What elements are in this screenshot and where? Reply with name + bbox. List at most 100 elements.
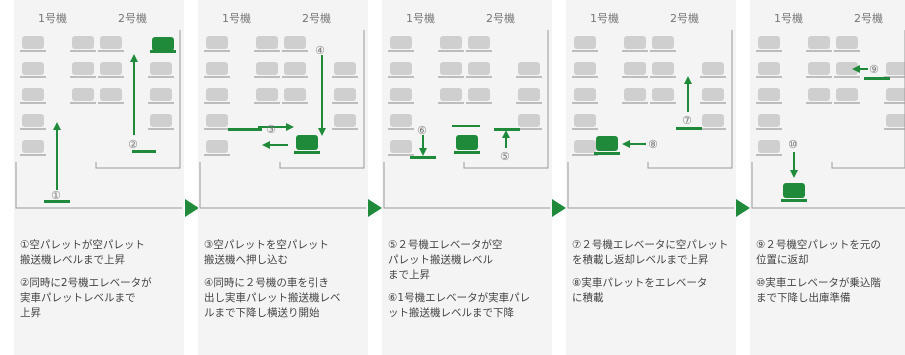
parked-car-icon	[72, 36, 94, 49]
step-text: ①空パレットが空パレット 搬送機レベルまで上昇	[20, 239, 145, 266]
parking-diagram-2: 1号機 2号機 ③ ④	[199, 11, 366, 209]
pallet-line	[388, 128, 414, 130]
pallet-line	[148, 76, 174, 78]
pallet-line	[650, 102, 676, 104]
parked-car-icon	[886, 114, 905, 127]
parking-diagram-4: 1号機 2号機 ⑦ ⑧	[567, 11, 734, 209]
parked-car-icon	[836, 88, 858, 101]
unit2-label: 2号機	[670, 11, 699, 25]
pallet-line	[756, 102, 782, 104]
marker-10: ⑩	[788, 138, 798, 151]
pallet-line	[438, 76, 464, 78]
arrow-left-icon	[262, 141, 270, 149]
parked-car-icon	[808, 36, 830, 49]
parked-car-icon	[390, 114, 412, 127]
car-icon	[150, 37, 176, 53]
unit2-label: 2号機	[486, 11, 515, 25]
pallet-line	[756, 50, 782, 52]
pallet-line	[70, 102, 96, 104]
parked-car-icon	[284, 88, 306, 101]
car-icon	[594, 136, 620, 155]
parked-car-icon	[334, 114, 356, 127]
parked-car-icon	[574, 62, 596, 75]
parked-car-icon	[256, 88, 278, 101]
pallet-line	[254, 102, 280, 104]
marker-6: ⑥	[417, 124, 427, 137]
step-text: ⑤２号機エレベータが空 パレット搬送機レベル まで上昇	[388, 239, 503, 281]
unit2-label: 2号機	[118, 11, 147, 25]
pallet-line	[204, 128, 230, 130]
parked-car-icon	[574, 140, 596, 153]
parked-car-icon	[72, 88, 94, 101]
parked-car-icon	[652, 62, 674, 75]
pallet-line	[98, 76, 124, 78]
parked-car-icon	[886, 62, 905, 75]
pallet-line	[834, 102, 860, 104]
arrow-down-icon	[419, 148, 427, 156]
next-step-arrow-icon	[368, 199, 382, 217]
parking-diagram-5: 1号機 2号機 ⑨ ⑩	[751, 11, 905, 209]
pallet-line	[650, 76, 676, 78]
pallet-line	[572, 50, 598, 52]
pallet-line	[572, 102, 598, 104]
pallet-line	[884, 128, 905, 130]
step-text: ④同時に２号機の車を引き 出し実車パレット搬送機レベ ルまで下降し横送り開始	[204, 277, 341, 319]
parked-car-icon	[702, 62, 724, 75]
parked-car-icon	[206, 36, 228, 49]
pallet-line	[98, 50, 124, 52]
pallet-line	[650, 50, 676, 52]
parked-car-icon	[758, 88, 780, 101]
step-panel-2: 1号機 2号機 ③ ④ ③空パレットを空パレット 搬送機へ押し込む ④同時に２号…	[198, 0, 368, 355]
parked-car-icon	[886, 88, 905, 101]
pallet-line	[516, 128, 542, 130]
parked-car-icon	[440, 88, 462, 101]
parked-car-icon	[836, 36, 858, 49]
parked-car-icon	[22, 36, 44, 49]
parked-car-icon	[390, 62, 412, 75]
parked-car-icon	[22, 88, 44, 101]
parked-car-icon	[390, 88, 412, 101]
step-panel-5: 1号機 2号機 ⑨ ⑩ ⑨２号機空パレットを元の 位置に返却 ⑩実車エレベータが…	[750, 0, 905, 355]
car-icon	[454, 135, 480, 154]
parked-car-icon	[256, 36, 278, 49]
marker-9: ⑨	[869, 63, 879, 76]
parked-car-icon	[206, 62, 228, 75]
parked-cars	[572, 36, 726, 156]
arrow-left-icon	[852, 65, 860, 73]
pallet-line	[572, 154, 598, 156]
pallet-line	[98, 102, 124, 104]
step-description-4: ⑦２号機エレベータに空パレット を積載し返却レベルまで上昇 ⑧実車パレットをエレ…	[572, 238, 734, 306]
unit1-label: 1号機	[38, 11, 67, 25]
pallet-line	[20, 128, 46, 130]
next-step-arrow-icon	[185, 199, 199, 217]
step-description-5: ⑨２号機空パレットを元の 位置に返却 ⑩実車エレベータが乗込階 まで下降し出庫準…	[756, 238, 905, 306]
parked-car-icon	[440, 36, 462, 49]
marker-1: ①	[51, 189, 61, 202]
pallet-line	[148, 128, 174, 130]
parked-cars	[20, 36, 174, 156]
arrow-left-icon	[622, 140, 630, 148]
pallet-line	[20, 50, 46, 52]
pallet-line	[806, 102, 832, 104]
pallet-line	[254, 76, 280, 78]
parked-car-icon	[574, 114, 596, 127]
unit1-label: 1号機	[774, 11, 803, 25]
pallet-line	[466, 50, 492, 52]
unit1-label: 1号機	[222, 11, 251, 25]
pallet-line	[622, 50, 648, 52]
pallet-line	[204, 154, 230, 156]
parked-car-icon	[390, 36, 412, 49]
pallet-line	[332, 102, 358, 104]
arrow-up-icon	[53, 122, 61, 130]
step-text: ②同時に2号機エレベータが 実車パレットレベルまで 上昇	[20, 277, 152, 319]
pallet-line	[572, 128, 598, 130]
pallet-line	[700, 76, 726, 78]
parked-car-icon	[758, 114, 780, 127]
pallet-line	[834, 50, 860, 52]
parked-car-icon	[22, 140, 44, 153]
parked-car-icon	[334, 62, 356, 75]
marker-4: ④	[315, 44, 325, 57]
pallet-line	[622, 76, 648, 78]
step-panel-4: 1号機 2号機 ⑦ ⑧ ⑦２号機エレベータに空パレット を積載し返却レベルまで上…	[566, 0, 736, 355]
pallet-line	[148, 102, 174, 104]
